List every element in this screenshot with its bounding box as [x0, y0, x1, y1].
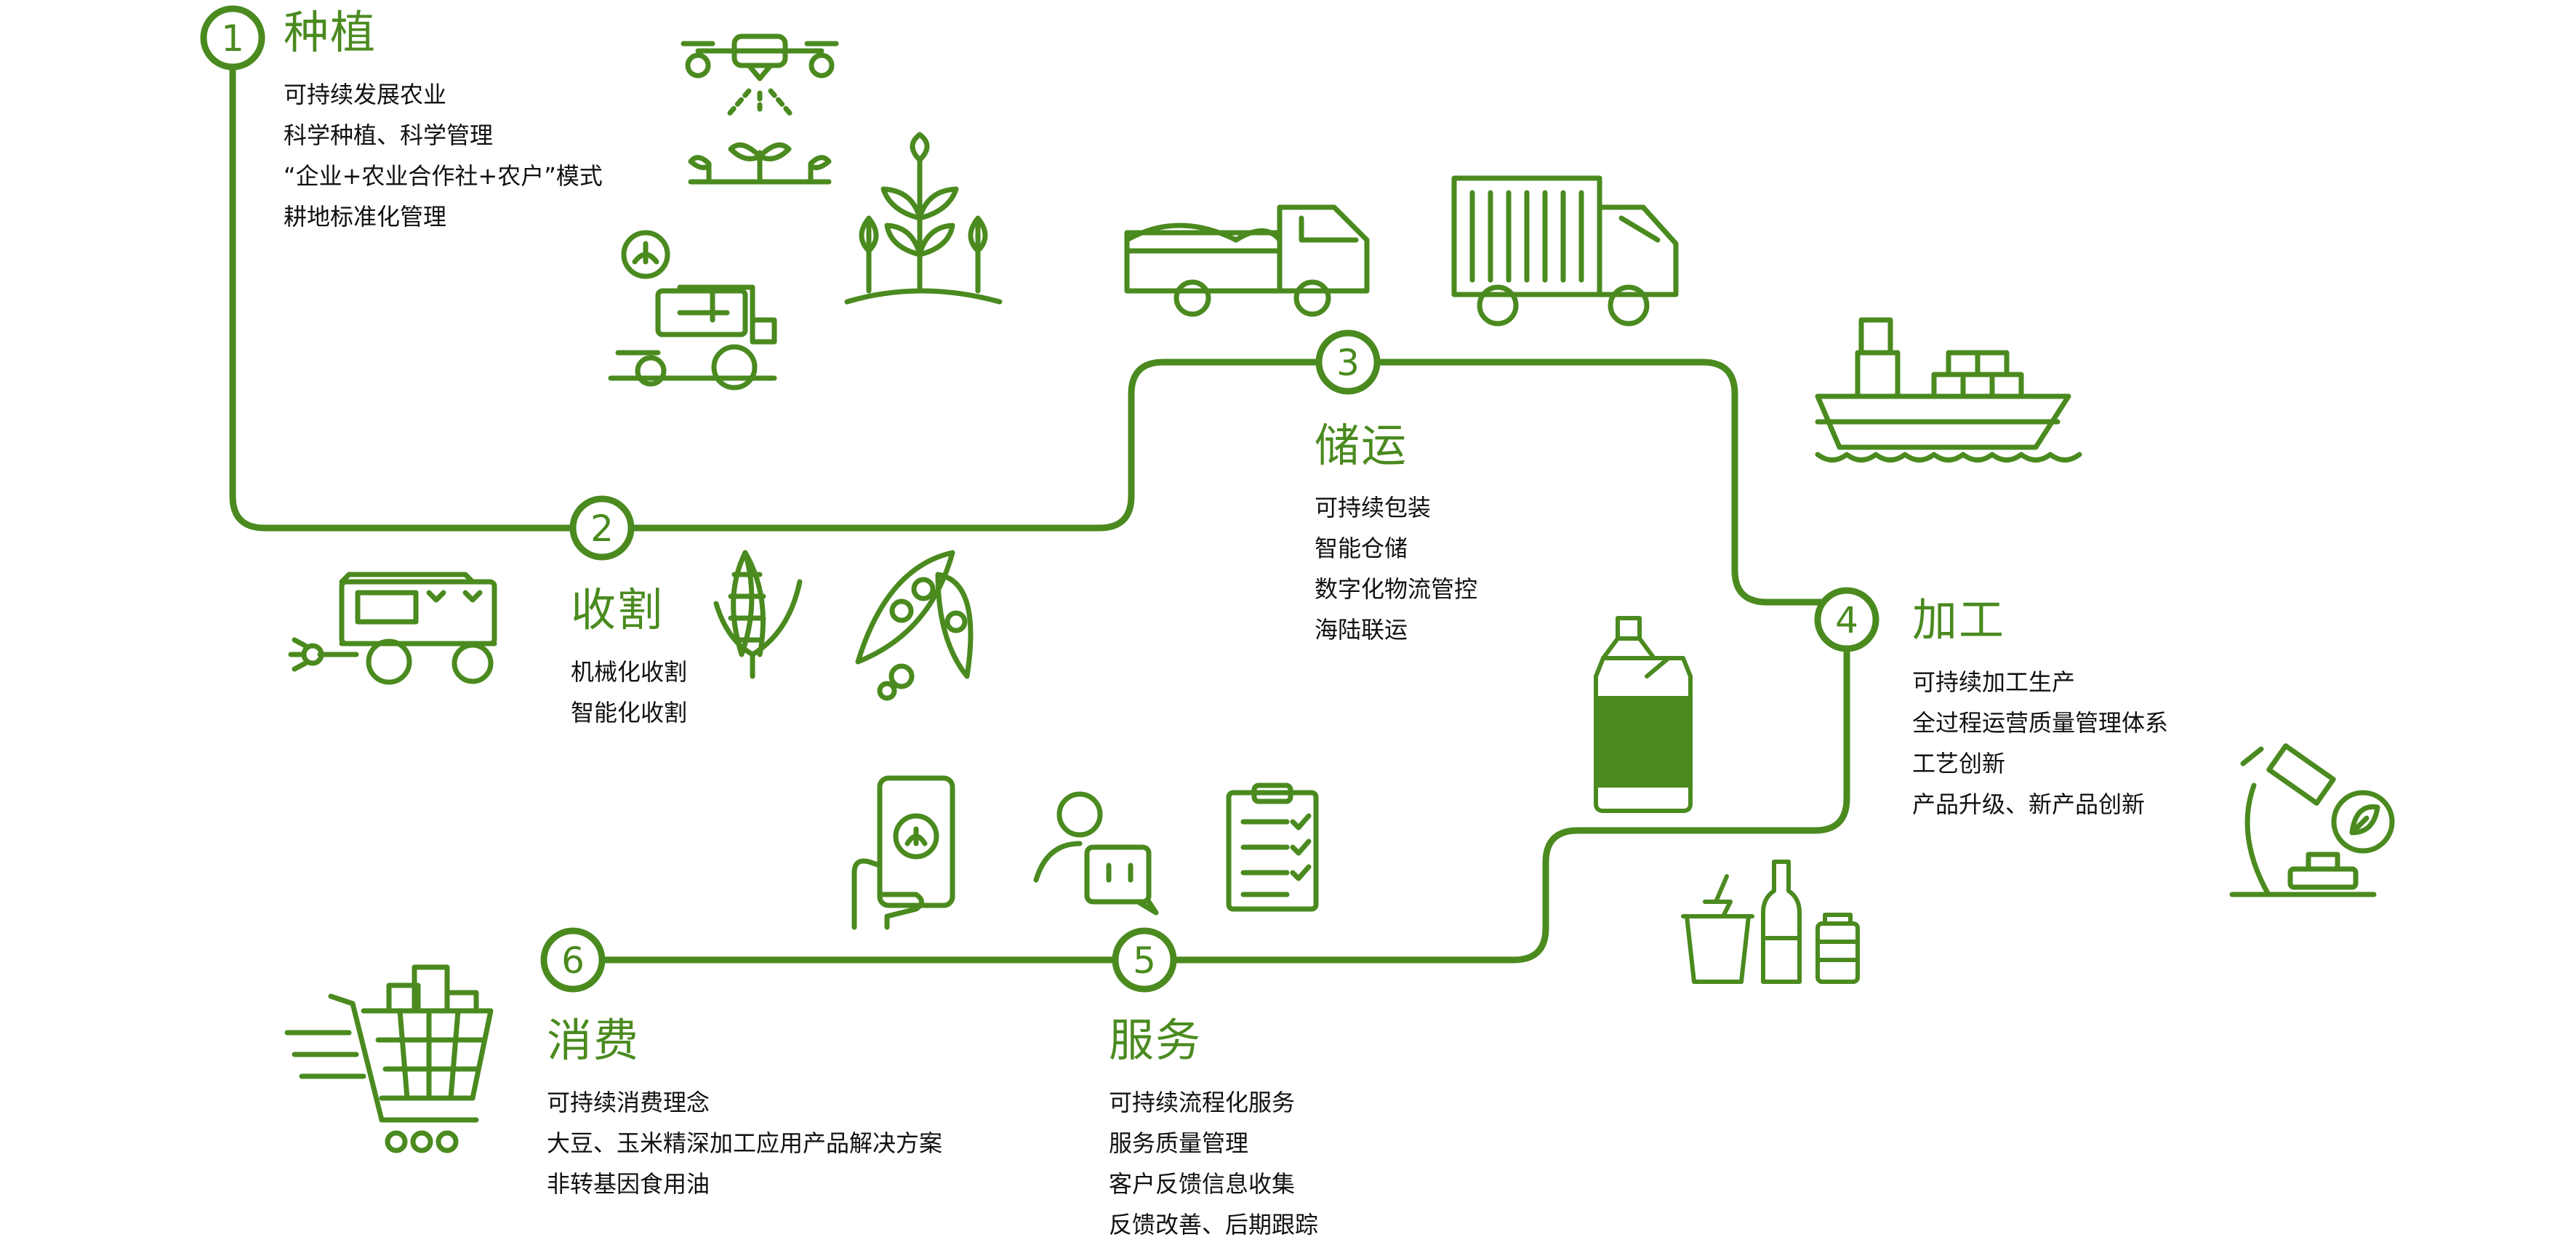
stage-5-item: 客户反馈信息收集	[1109, 1170, 1296, 1198]
cargo-ship-icon	[1815, 317, 2082, 463]
stage-4-item: 全过程运营质量管理体系	[1912, 709, 2169, 737]
stage-2-number: 2	[590, 508, 614, 550]
stage-1-item: 可持续发展农业	[284, 81, 447, 108]
stage-6-title: 消费	[547, 1014, 641, 1067]
stage-4-title: 加工	[1912, 593, 2006, 646]
stage-5-block: 服务 可持续流程化服务 服务质量管理 客户反馈信息收集 反馈改善、后期跟踪	[1109, 1018, 1318, 1245]
corn-icon	[713, 550, 803, 679]
stage-2-item: 机械化收割	[571, 658, 688, 686]
stage-4-block: 加工 可持续加工生产 全过程运营质量管理体系 工艺创新 产品升级、新产品创新	[1912, 598, 2168, 825]
stage-5-item: 服务质量管理	[1109, 1129, 1249, 1157]
stage-3-title: 储运	[1315, 419, 1408, 472]
stage-5-title: 服务	[1109, 1014, 1203, 1067]
stage-2-title: 收割	[571, 583, 665, 636]
stage-6-marker	[540, 927, 606, 993]
plant-sprouts-icon	[844, 132, 1003, 305]
stage-4-item: 产品升级、新产品创新	[1912, 790, 2146, 818]
stage-4-marker	[1814, 587, 1879, 652]
stage-3-marker	[1315, 329, 1381, 395]
stage-3-item: 可持续包装	[1315, 494, 1432, 521]
stage-1-item: 科学种植、科学管理	[284, 121, 494, 149]
stage-5-item: 可持续流程化服务	[1109, 1089, 1296, 1116]
stage-3-item: 海陆联运	[1315, 616, 1408, 644]
drone-icon	[681, 33, 839, 185]
soybean-pod-icon	[855, 550, 974, 701]
stage-3-number: 3	[1336, 342, 1360, 384]
stage-4-item: 可持续加工生产	[1912, 668, 2076, 696]
stage-3-block: 储运 可持续包装 智能仓储 数字化物流管控 海陆联运	[1315, 423, 1477, 650]
harvester-icon	[288, 572, 497, 685]
stage-1-block: 种植 可持续发展农业 科学种植、科学管理 “企业+农业合作社+农户”模式 耕地标…	[284, 10, 603, 237]
stage-5-number: 5	[1133, 940, 1156, 982]
stage-3-item: 智能仓储	[1315, 535, 1408, 562]
stage-3-item: 数字化物流管控	[1315, 575, 1478, 603]
flow-path	[229, 63, 1850, 964]
stage-6-item: 可持续消费理念	[547, 1089, 710, 1116]
stage-1-number: 1	[221, 17, 244, 60]
stage-1-title: 种植	[284, 6, 377, 59]
stage-1-marker	[200, 5, 265, 71]
loaded-truck-icon	[1124, 204, 1370, 317]
stage-2-block: 收割 机械化收割 智能化收割	[571, 588, 687, 733]
stage-6-item: 非转基因食用油	[547, 1170, 710, 1198]
oil-bottle-icon	[1594, 616, 1693, 813]
stage-2-marker	[569, 495, 635, 561]
clipboard-checklist-icon	[1226, 782, 1319, 912]
drinks-icon	[1681, 860, 1860, 984]
stage-5-item: 反馈改善、后期跟踪	[1109, 1211, 1319, 1238]
tractor-icon	[608, 230, 777, 391]
customer-chat-icon	[1033, 791, 1159, 916]
stage-6-item: 大豆、玉米精深加工应用产品解决方案	[547, 1129, 943, 1157]
stage-6-block: 消费 可持续消费理念 大豆、玉米精深加工应用产品解决方案 非转基因食用油	[547, 1018, 942, 1204]
stage-5-marker	[1112, 927, 1177, 993]
shopping-cart-icon	[284, 964, 494, 1153]
process-diagram: 1 2 3 4 5 6	[200, 5, 2395, 1153]
stage-6-number: 6	[561, 940, 585, 982]
microscope-icon	[2229, 743, 2395, 897]
stage-4-item: 工艺创新	[1912, 750, 2006, 777]
stage-1-item: “企业+农业合作社+农户”模式	[284, 162, 603, 190]
phone-app-icon	[851, 775, 955, 930]
stage-2-item: 智能化收割	[571, 699, 688, 726]
stage-4-number: 4	[1835, 599, 1858, 641]
container-truck-icon	[1451, 175, 1679, 327]
stage-1-item: 耕地标准化管理	[284, 203, 447, 231]
